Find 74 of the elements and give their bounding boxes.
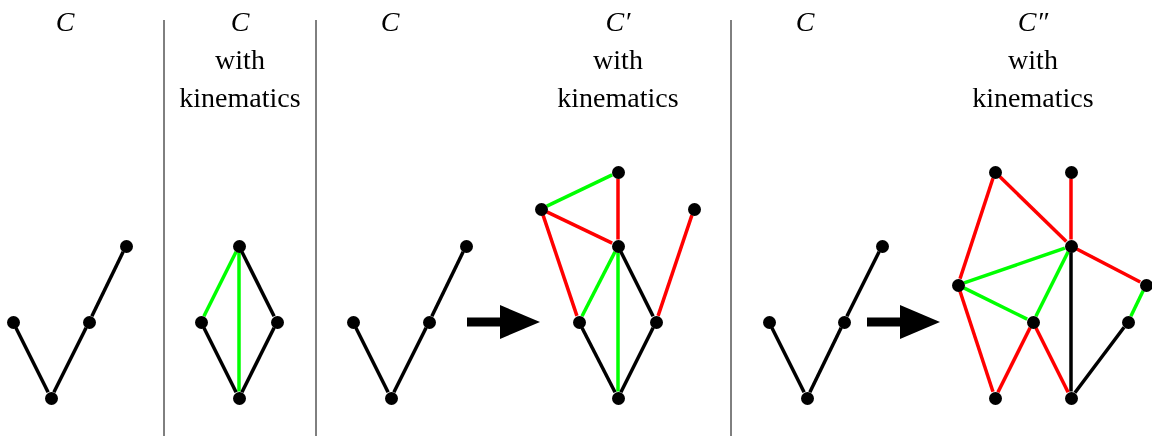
graph-vertex <box>459 239 473 253</box>
graph-vertex <box>875 239 889 253</box>
graph-vertex <box>800 391 814 405</box>
graph-edge <box>1075 247 1142 284</box>
graph-edge <box>998 175 1068 243</box>
graph-vertex <box>687 202 701 216</box>
graph-name: C <box>794 5 816 39</box>
graph-edge <box>354 327 390 393</box>
graph-edge <box>430 251 465 317</box>
graph-name: C″ <box>1016 5 1050 39</box>
graph-vertex <box>44 391 58 405</box>
graph-vertex <box>1121 315 1135 329</box>
graph-edge <box>1034 327 1070 393</box>
graph-edge <box>845 251 881 317</box>
graph-vertex <box>384 391 398 405</box>
caption-text: with kinematics <box>556 43 680 115</box>
graph-edge <box>14 327 50 393</box>
graph-edge <box>580 327 617 393</box>
graph-edge <box>240 251 276 317</box>
graph-edge <box>616 252 620 392</box>
graph-edge <box>958 290 995 393</box>
graph-vertex <box>82 315 96 329</box>
graph-edge <box>1129 290 1145 317</box>
graph-edge <box>202 327 238 393</box>
graph-vertex <box>572 315 586 329</box>
graph-vertex <box>1064 165 1078 179</box>
graph-edge <box>237 252 241 392</box>
graph-edge <box>546 173 613 208</box>
graph-edge <box>1069 178 1073 240</box>
graph-edge <box>202 251 238 317</box>
graph-edge <box>958 177 995 280</box>
graph-vertex <box>951 278 965 292</box>
graph-edge <box>996 327 1032 393</box>
graph-name: C′ <box>604 5 632 39</box>
graph-edge <box>580 251 617 317</box>
graph-vertex <box>534 202 548 216</box>
graph-name: C <box>54 5 76 39</box>
graph-vertex <box>422 315 436 329</box>
graph-edge <box>616 178 620 240</box>
graph-edge <box>52 327 88 393</box>
graph-edge <box>619 327 655 393</box>
graph-edge <box>541 214 579 317</box>
graph-edge <box>240 327 276 393</box>
graph-vertex <box>232 239 246 253</box>
graph-vertex <box>119 239 133 253</box>
caption-text: with kinematics <box>178 43 302 115</box>
graph-vertex <box>6 315 20 329</box>
graph-name: C <box>379 5 401 39</box>
graph-edge <box>808 327 843 393</box>
graph-vertex <box>837 315 851 329</box>
graph-edge <box>770 327 806 393</box>
graph-edge <box>1073 326 1126 394</box>
graph-vertex <box>194 315 208 329</box>
graph-edge <box>1069 252 1073 392</box>
graph-vertex <box>988 165 1002 179</box>
graph-edge <box>392 327 428 393</box>
caption-text: with kinematics <box>971 43 1095 115</box>
graph-vertex <box>270 315 284 329</box>
graph-edge <box>656 214 694 317</box>
graph-edge <box>619 251 655 317</box>
graph-vertex <box>1026 315 1040 329</box>
graph-vertex <box>611 165 625 179</box>
graph-edge <box>1034 251 1070 317</box>
graph-vertex <box>346 315 360 329</box>
graph-vertex <box>762 315 776 329</box>
graph-edge <box>963 286 1028 321</box>
graph-edge <box>90 251 125 317</box>
graph-vertex <box>649 315 663 329</box>
graph-vertex <box>1139 278 1152 292</box>
graph-edge <box>546 210 613 245</box>
graph-name: C <box>229 5 251 39</box>
graph-edge <box>963 246 1066 285</box>
graph-vertex <box>988 391 1002 405</box>
graph-vertex <box>611 239 625 253</box>
